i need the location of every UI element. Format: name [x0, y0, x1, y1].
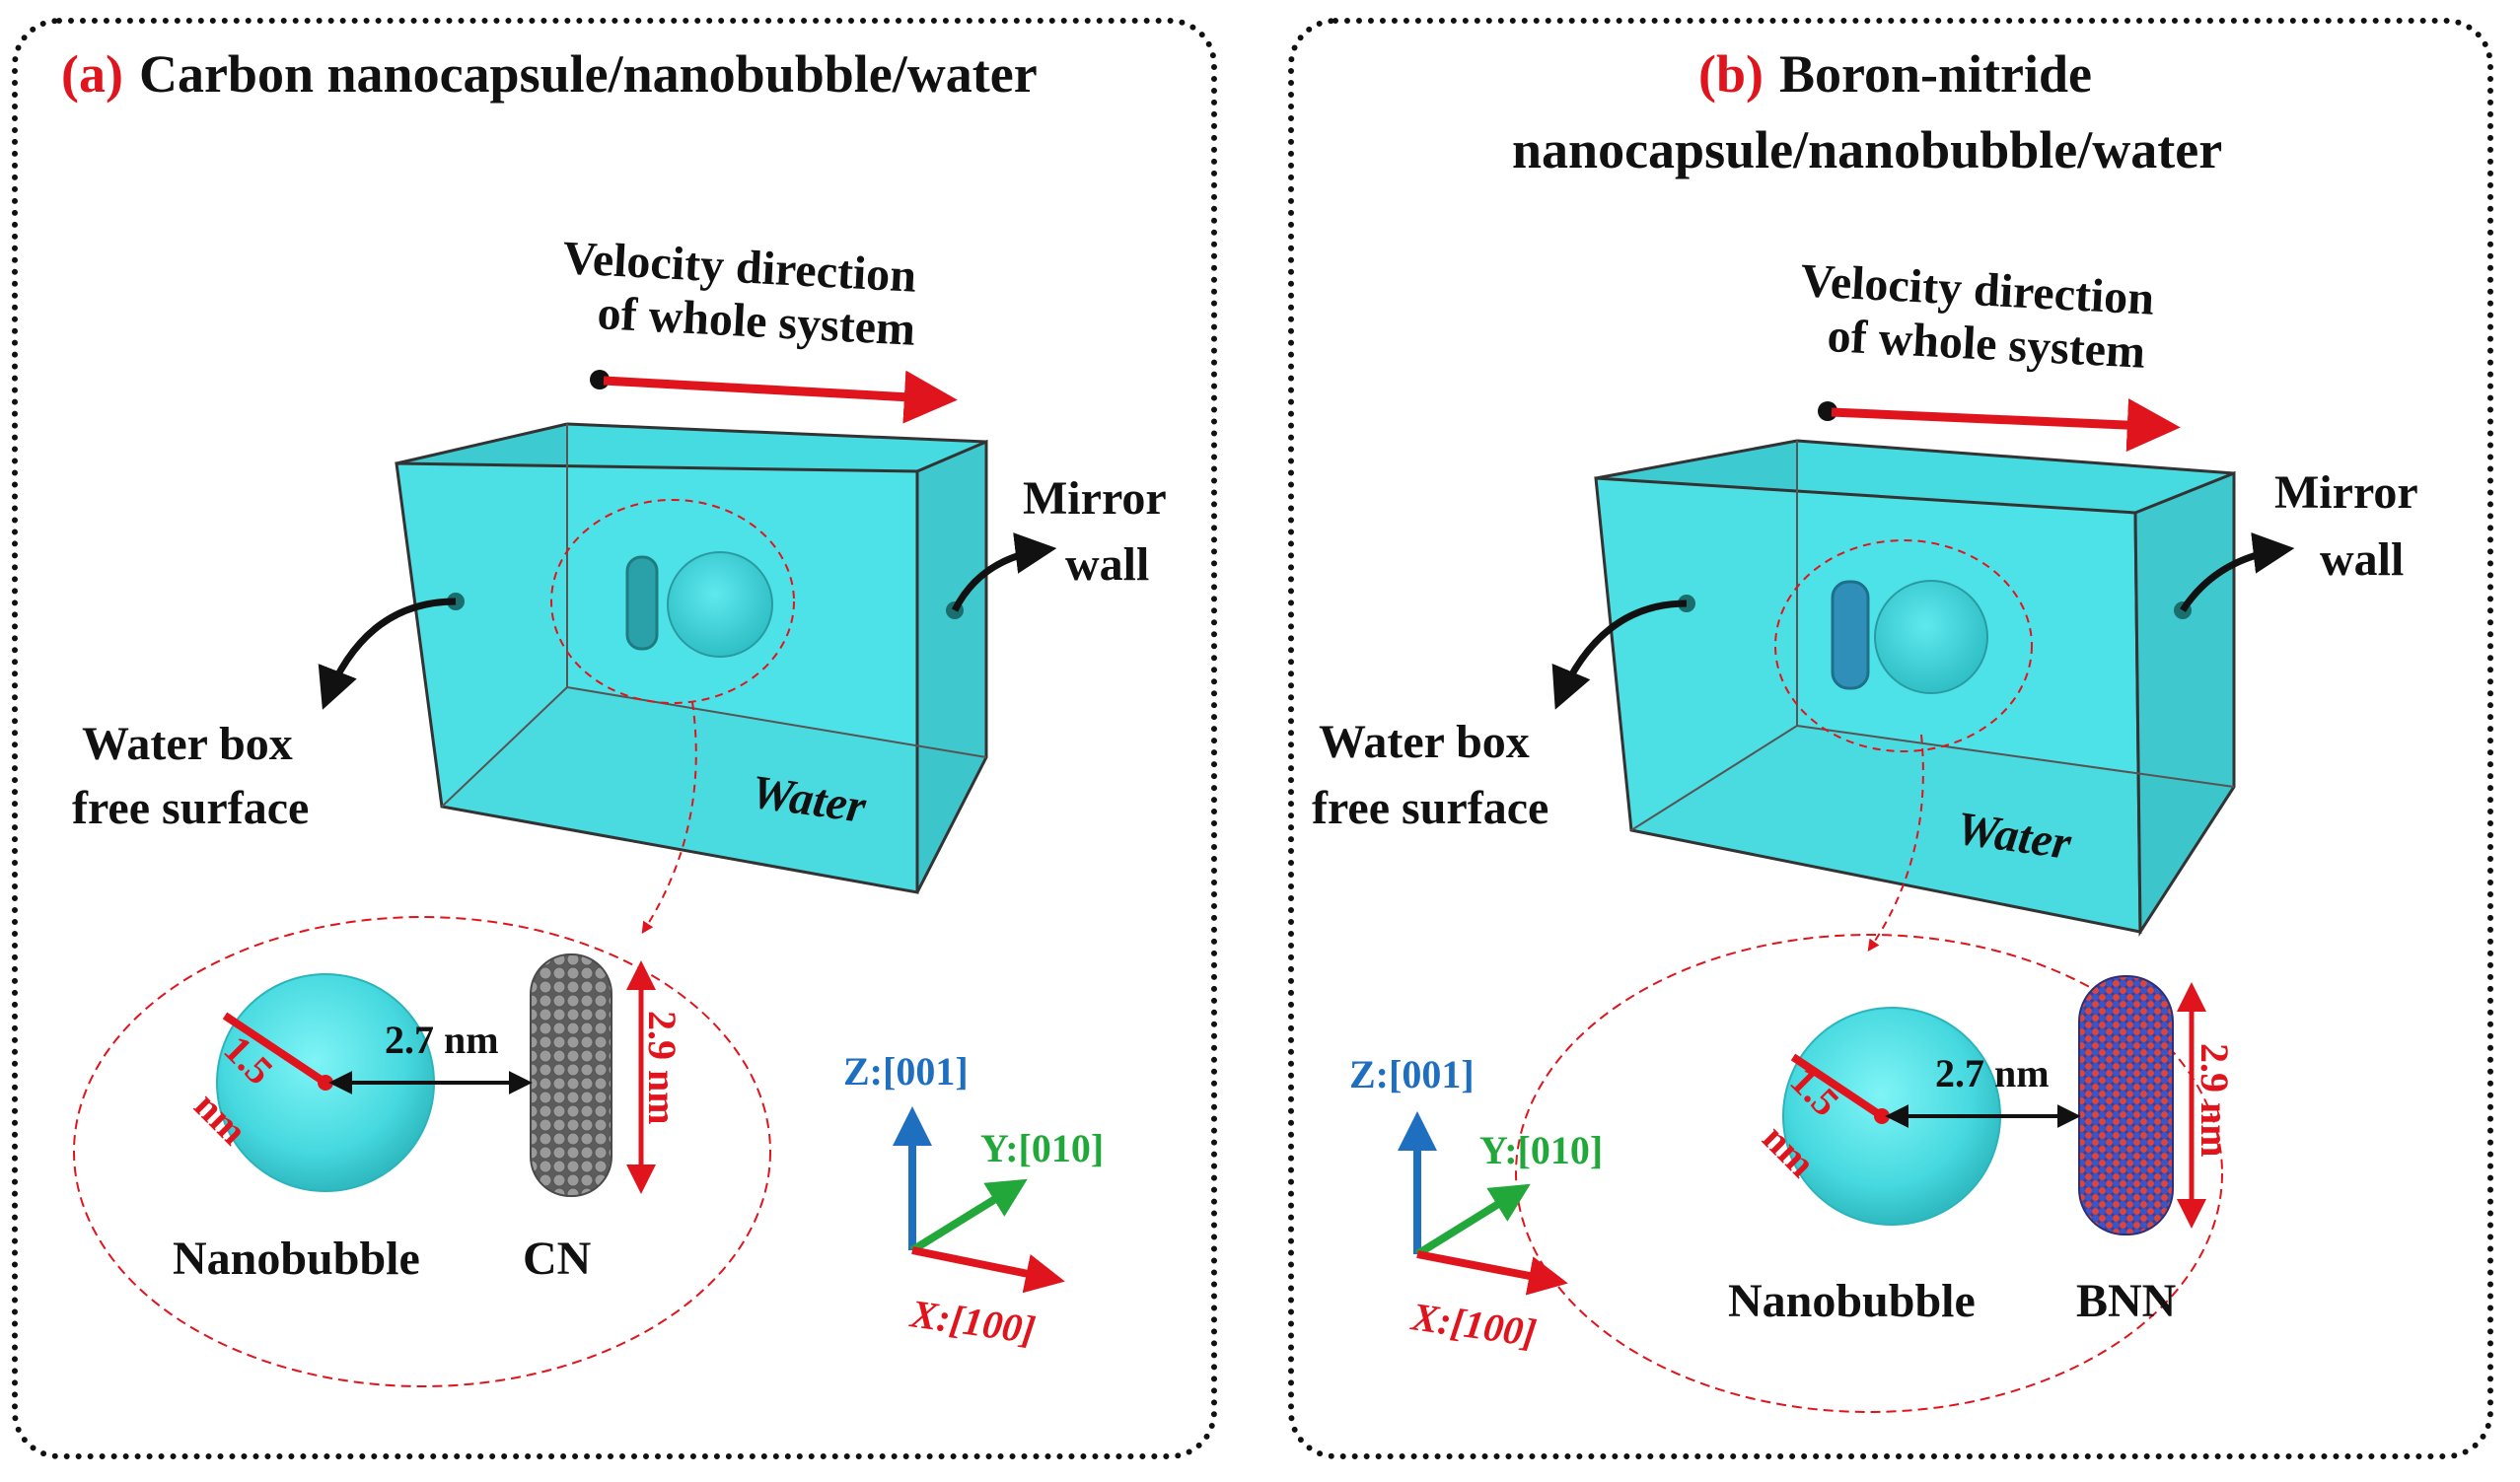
- panel-a-title: (a) Carbon nanocapsule/nanobubble/water: [61, 44, 1038, 104]
- panel-a-x-label: X:[100]: [906, 1291, 1039, 1352]
- panel-b-z-label: Z:[001]: [1349, 1052, 1475, 1096]
- panel-b-zoom-ellipse: [1515, 934, 2223, 1413]
- panel-a-bubble-name: Nanobubble: [173, 1233, 420, 1285]
- panel-b-free-surface-label-1: Water box: [1319, 716, 1530, 768]
- panel-a-free-surface-label-1: Water box: [82, 718, 293, 770]
- panel-a-letter: (a): [61, 44, 123, 104]
- panel-a-carbon-nanocapsule: [530, 953, 612, 1197]
- panel-a-radius-line: [222, 1012, 328, 1087]
- panel-a-zoom-ring: [550, 499, 795, 704]
- panel-b-zoom-connector: [1867, 734, 1924, 952]
- panel-b-velocity-arrow: [1831, 398, 2181, 453]
- panel-b-mirror-label-2: wall: [2320, 533, 2404, 586]
- panel-b-title-1: (b)Boron-nitride: [1698, 44, 2092, 104]
- panel-a-frame: [12, 18, 1217, 1459]
- panel-a-length-label: 2.9 nm: [640, 1011, 684, 1125]
- panel-b-title-line-1: Boron-nitride: [1779, 44, 2092, 104]
- panel-a-inner-capsule: [625, 555, 659, 651]
- panel-a-gap-label: 2.7 nm: [385, 1018, 499, 1062]
- panel-b-zoom-ring: [1774, 539, 2033, 752]
- panel-a-inner-bubble: [667, 551, 773, 658]
- panel-a-velocity-arrow: [603, 370, 958, 424]
- panel-b-inner-bubble: [1874, 580, 1988, 694]
- panel-b-letter: (b): [1698, 44, 1764, 104]
- panel-b-gap-label: 2.7 nm: [1935, 1051, 2050, 1095]
- panel-a-free-surface-arrow: [318, 598, 457, 710]
- panel-b-mirror-label-1: Mirror: [2274, 466, 2418, 519]
- panel-b-x-label: X:[100]: [1407, 1294, 1540, 1355]
- panel-b-frame: [1288, 18, 2493, 1459]
- panel-b-title-line-2: nanocapsule/nanobubble/water: [1512, 120, 2222, 179]
- panel-a: (a)Carbon nanocapsule/nanobubble/water V…: [61, 44, 1167, 1387]
- panel-b-y-label: Y:[010]: [1479, 1128, 1603, 1172]
- panel-a-y-axis: [909, 1178, 1028, 1254]
- panel-b-water-box: [1594, 439, 2236, 937]
- panel-b-y-axis: [1414, 1183, 1531, 1258]
- panel-b-mirror-arrow: [2180, 531, 2295, 612]
- panel-a-mirror-label-1: Mirror: [1023, 472, 1167, 525]
- panel-a-z-label: Z:[001]: [843, 1049, 969, 1094]
- panel-b: (b)Boron-nitride nanocapsule/nanobubble/…: [1312, 44, 2418, 1413]
- panel-a-zoom-ellipse: [73, 916, 771, 1387]
- panel-a-capsule-name: CN: [523, 1233, 592, 1285]
- panel-b-axes: Z:[001] Y:[010] X:[100]: [1349, 1052, 1603, 1356]
- panel-b-radius-line: [1790, 1053, 1885, 1120]
- panel-b-free-surface-label-2: free surface: [1312, 782, 1548, 834]
- panel-a-y-label: Y:[010]: [980, 1126, 1104, 1170]
- panel-a-mirror-label-2: wall: [1065, 538, 1149, 591]
- panel-a-mirror-arrow: [951, 532, 1057, 612]
- panel-a-water-box: [395, 422, 988, 894]
- panel-b-capsule-name: BNN: [2076, 1275, 2177, 1327]
- panel-b-bubble-name: Nanobubble: [1728, 1275, 1976, 1327]
- panel-a-title-line-1: Carbon nanocapsule/nanobubble/water: [139, 44, 1038, 104]
- panel-a-zoom-connector: [641, 701, 697, 935]
- panel-a-axes: Z:[001] Y:[010] X:[100]: [843, 1049, 1104, 1353]
- panel-a-free-surface-label-2: free surface: [72, 782, 309, 834]
- panel-b-bn-nanocapsule: [2078, 975, 2174, 1235]
- panel-b-length-label: 2.9 nm: [2193, 1043, 2237, 1158]
- panel-a-x-axis: [911, 1246, 1065, 1294]
- panel-b-free-surface-arrow: [1551, 600, 1688, 710]
- panel-b-inner-capsule: [1831, 580, 1870, 690]
- panel-b-x-axis: [1416, 1250, 1568, 1296]
